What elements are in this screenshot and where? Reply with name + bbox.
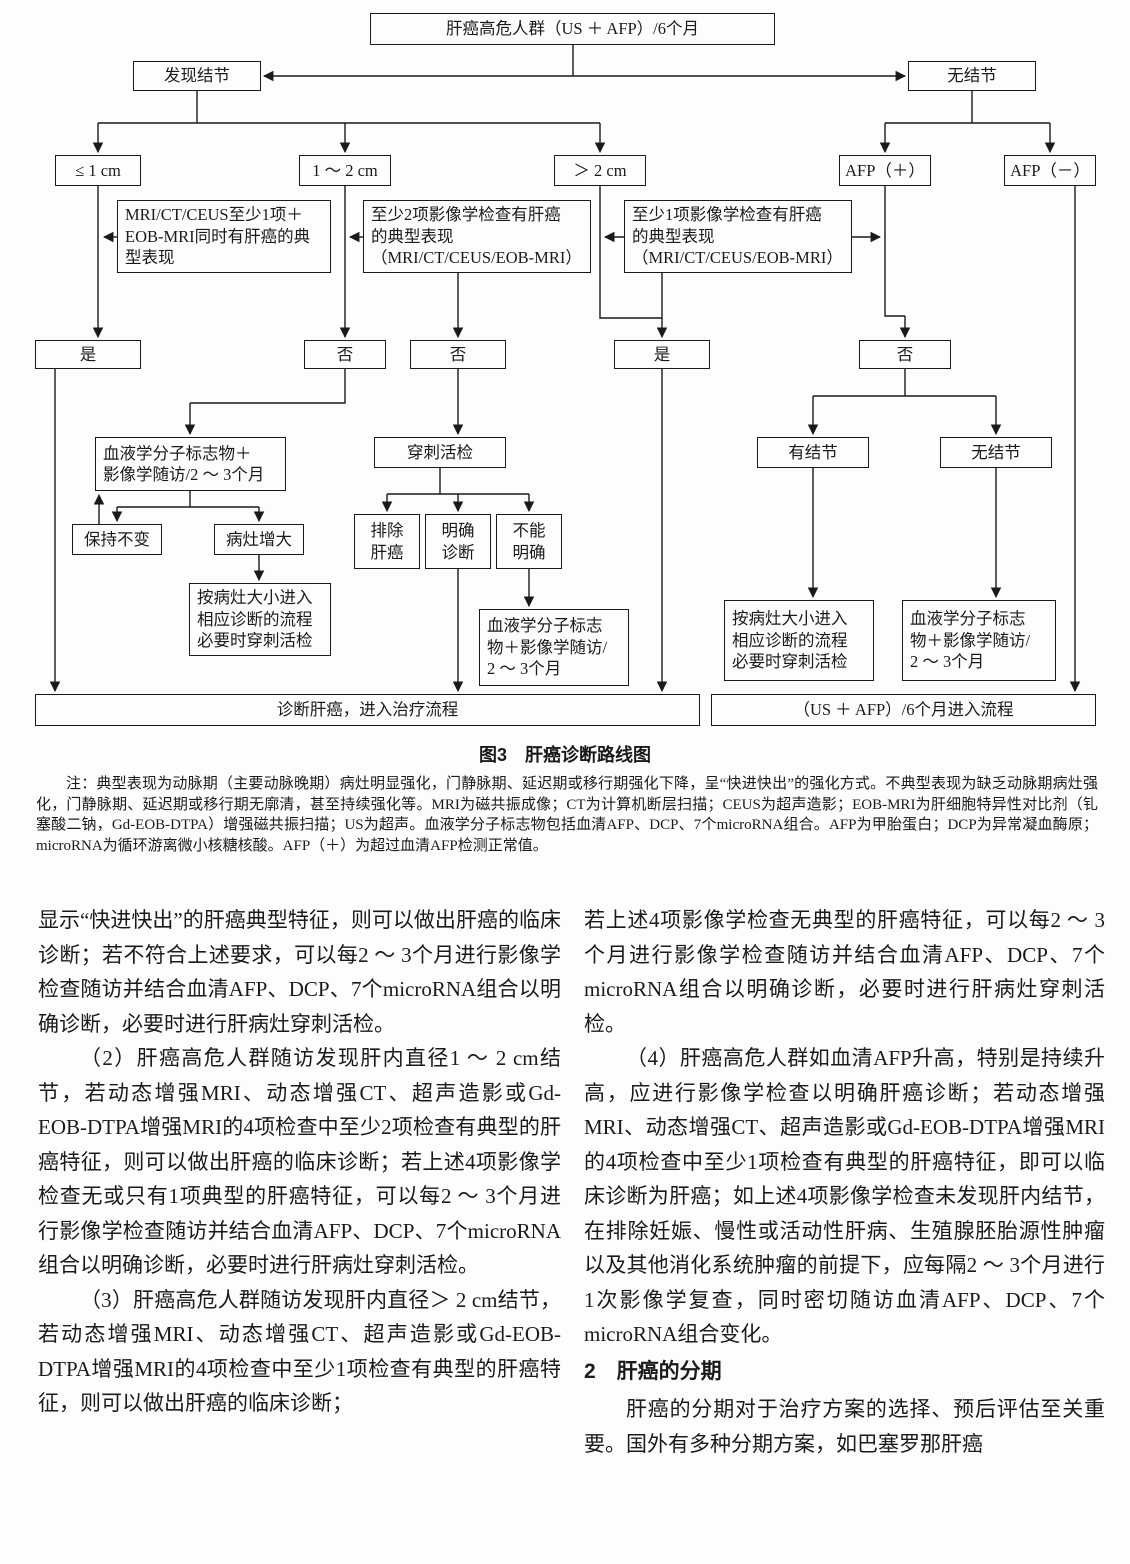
flow-node-le-1cm: ≤ 1 cm [55, 155, 141, 186]
flow-node-serum-followup-3: 血液学分子标志 物＋影像学随访/ 2 ～ 3个月 [902, 600, 1056, 681]
flowchart-connectors [49, 45, 1081, 693]
flow-node-exclude-hcc: 排除 肝癌 [354, 514, 420, 569]
paragraph-right-2: （4）肝癌高危人群如血清AFP升高，特别是持续升高，应进行影像学检查以明确肝癌诊… [584, 1046, 1105, 1346]
paragraph-left-3: （3）肝癌高危人群随访发现肝内直径＞ 2 cm结节，若动态增强MRI、动态增强C… [38, 1287, 561, 1416]
flow-node-serum-followup-2: 血液学分子标志 物＋影像学随访/ 2 ～ 3个月 [479, 609, 629, 686]
flow-node-criteria-gt2cm: 至少1项影像学检查有肝癌 的典型表现 （MRI/CT/CEUS/EOB-MRI） [624, 200, 852, 273]
flow-node-confirmed-diagnosis: 明确 诊断 [425, 514, 491, 569]
flow-node-surveillance-reentry: （US ＋ AFP）/6个月进入流程 [711, 694, 1096, 726]
flow-node-gt-2cm: ＞ 2 cm [554, 155, 646, 186]
flow-node-no-1: 否 [304, 340, 386, 369]
figure-note: 注：典型表现为动脉期（主要动脉晚期）病灶明显强化，门静脉期、延迟期或移行期强化下… [36, 776, 1098, 854]
flow-node-without-nodule: 无结节 [940, 437, 1052, 468]
paragraph-left-2: （2）肝癌高危人群随访发现肝内直径1 ～ 2 cm结节，若动态增强MRI、动态增… [38, 1046, 561, 1277]
paragraph-right-3: 肝癌的分期对于治疗方案的选择、预后评估至关重要。国外有多种分期方案，如巴塞罗那肝… [584, 1397, 1105, 1456]
flow-node-biopsy: 穿刺活检 [374, 437, 506, 468]
section-heading-staging: 2 肝癌的分期 [584, 1359, 722, 1383]
flow-node-no-nodule: 无结节 [908, 61, 1036, 91]
paragraph-right-1: 若上述4项影像学检查无典型的肝癌特征，可以每2 ～ 3个月进行影像学检查随访并结… [584, 908, 1105, 1036]
flow-node-diagnose-treatment: 诊断肝癌，进入治疗流程 [35, 694, 700, 726]
flow-node-no-3: 否 [859, 340, 951, 369]
paragraph-left-1: 显示“快进快出”的肝癌典型特征，则可以做出肝癌的临床诊断；若不符合上述要求，可以… [38, 908, 561, 1036]
flow-node-unchanged: 保持不变 [72, 524, 162, 555]
flow-node-serum-followup-1: 血液学分子标志物＋ 影像学随访/2 ～ 3个月 [95, 437, 286, 491]
flow-node-yes-2: 是 [614, 340, 710, 369]
flow-node-criteria-1-2cm: 至少2项影像学检查有肝癌 的典型表现 （MRI/CT/CEUS/EOB-MRI） [363, 200, 591, 273]
article-column-right: 若上述4项影像学检查无典型的肝癌特征，可以每2 ～ 3个月进行影像学检查随访并结… [584, 903, 1105, 1461]
flow-node-no-2: 否 [410, 340, 506, 369]
flow-node-size-based-flow-1: 按病灶大小进入 相应诊断的流程 必要时穿刺活检 [189, 583, 331, 656]
flow-node-lesion-enlarged: 病灶增大 [214, 524, 304, 555]
flow-node-1-2cm: 1 ～ 2 cm [299, 155, 391, 186]
diagnosis-flowchart: 肝癌高危人群（US ＋ AFP）/6个月 发现结节 无结节 ≤ 1 cm 1 ～… [0, 0, 1130, 740]
article-column-left: 显示“快进快出”的肝癌典型特征，则可以做出肝癌的临床诊断；若不符合上述要求，可以… [38, 903, 561, 1421]
flow-node-criteria-le1cm: MRI/CT/CEUS至少1项＋ EOB-MRI同时有肝癌的典 型表现 [117, 200, 331, 273]
flow-node-high-risk-screening: 肝癌高危人群（US ＋ AFP）/6个月 [370, 13, 775, 45]
flow-node-indeterminate: 不能 明确 [496, 514, 562, 569]
figure-caption: 图3 肝癌诊断路线图 [478, 745, 651, 765]
flow-node-with-nodule: 有结节 [757, 437, 869, 468]
flow-node-afp-negative: AFP（－） [1004, 155, 1096, 186]
flow-node-yes-1: 是 [35, 340, 141, 369]
flow-node-size-based-flow-2: 按病灶大小进入 相应诊断的流程 必要时穿刺活检 [724, 600, 874, 681]
flow-node-nodule-found: 发现结节 [133, 61, 261, 91]
flow-node-afp-positive: AFP（＋） [839, 155, 931, 186]
